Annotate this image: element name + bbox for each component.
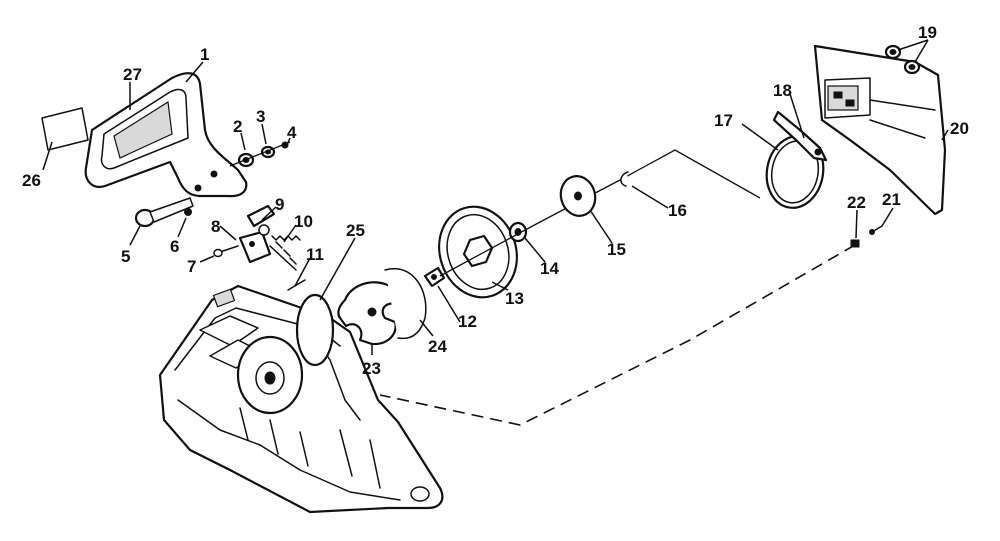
callout-24: 24 <box>428 337 447 356</box>
part-5-bolt[interactable] <box>134 197 194 228</box>
callout-18: 18 <box>773 81 792 100</box>
part-13-clutch-drum[interactable] <box>428 197 529 308</box>
callout-4: 4 <box>287 123 297 142</box>
callout-25: 25 <box>346 221 365 240</box>
callout-9: 9 <box>275 195 284 214</box>
part-26-decal[interactable] <box>41 107 89 151</box>
callout-7: 7 <box>187 257 196 276</box>
part-22-nut[interactable] <box>850 239 860 248</box>
part-24-clutch-spring[interactable] <box>384 267 427 340</box>
leader-lines <box>42 39 949 355</box>
callout-5: 5 <box>121 247 130 266</box>
callout-labels: 1 2 3 4 5 6 7 8 9 10 11 12 13 14 15 16 1… <box>22 23 969 378</box>
callout-17: 17 <box>714 111 733 130</box>
callout-23: 23 <box>362 359 381 378</box>
part-2-nut[interactable] <box>237 152 255 168</box>
callout-19: 19 <box>918 23 937 42</box>
part-20-clutch-cover[interactable] <box>813 44 947 216</box>
part-15-washer[interactable] <box>556 172 599 219</box>
callout-10: 10 <box>294 212 313 231</box>
part-12-washer[interactable] <box>423 266 446 288</box>
part-21-screw[interactable] <box>869 225 883 235</box>
callout-15: 15 <box>607 240 626 259</box>
part-6-nut[interactable] <box>184 208 192 216</box>
part-9-pin[interactable] <box>246 204 276 236</box>
part-25-drum-housing[interactable] <box>295 293 335 367</box>
part-27-label-plate[interactable] <box>113 100 173 159</box>
part-1-handguard[interactable] <box>84 72 248 198</box>
part-11-rod[interactable] <box>287 279 306 291</box>
callout-6: 6 <box>170 237 179 256</box>
part-16-e-clip[interactable] <box>620 171 629 187</box>
part-7-screw[interactable] <box>213 245 239 258</box>
callout-1: 1 <box>200 45 209 64</box>
part-17-brake-band[interactable] <box>761 132 829 213</box>
callout-3: 3 <box>256 107 265 126</box>
callout-12: 12 <box>458 312 477 331</box>
part-19-nuts[interactable] <box>884 44 921 75</box>
callout-26: 26 <box>22 171 41 190</box>
part-18-brake-lever[interactable] <box>772 110 828 162</box>
callout-8: 8 <box>211 217 220 236</box>
assembly-dashed-line <box>379 244 856 426</box>
callout-11: 11 <box>306 245 324 264</box>
part-14-nut[interactable] <box>508 221 528 243</box>
callout-16: 16 <box>668 201 687 220</box>
callout-20: 20 <box>950 119 969 138</box>
callout-14: 14 <box>540 259 559 278</box>
callout-13: 13 <box>505 289 524 308</box>
callout-22: 22 <box>847 193 866 212</box>
callout-27: 27 <box>123 65 142 84</box>
callout-2: 2 <box>233 117 242 136</box>
part-8-lever[interactable] <box>238 230 272 264</box>
engine-housing[interactable] <box>158 284 444 514</box>
callout-21: 21 <box>882 190 901 209</box>
